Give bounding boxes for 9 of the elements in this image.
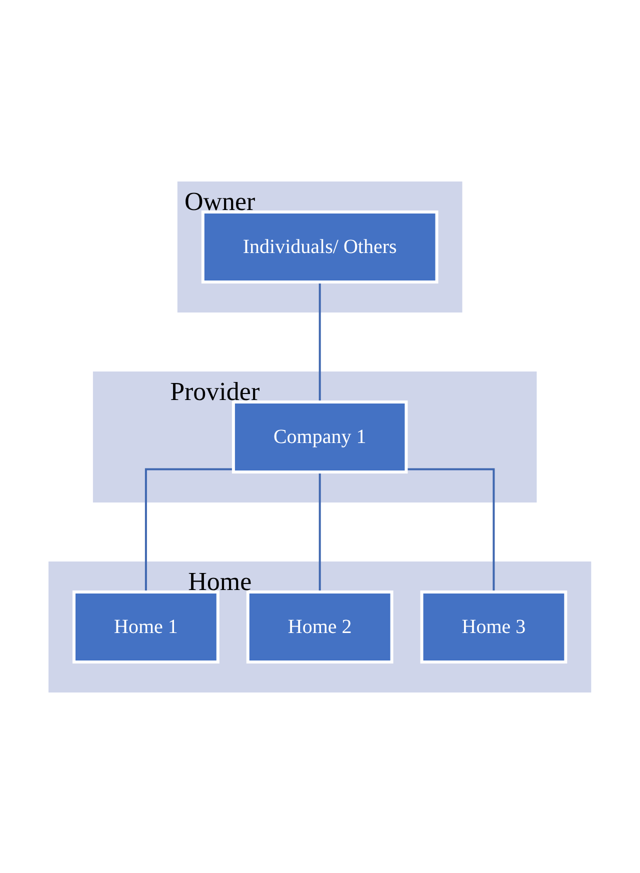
node-box: Individuals/ Others — [202, 210, 438, 283]
connector — [406, 468, 495, 592]
node-box: Company 1 — [232, 400, 408, 473]
connector — [319, 280, 321, 402]
connector — [145, 468, 234, 592]
connector — [319, 470, 321, 592]
node-box: Home 2 — [246, 590, 394, 663]
node-box: Home 1 — [72, 590, 220, 663]
node-box: Home 3 — [420, 590, 568, 663]
